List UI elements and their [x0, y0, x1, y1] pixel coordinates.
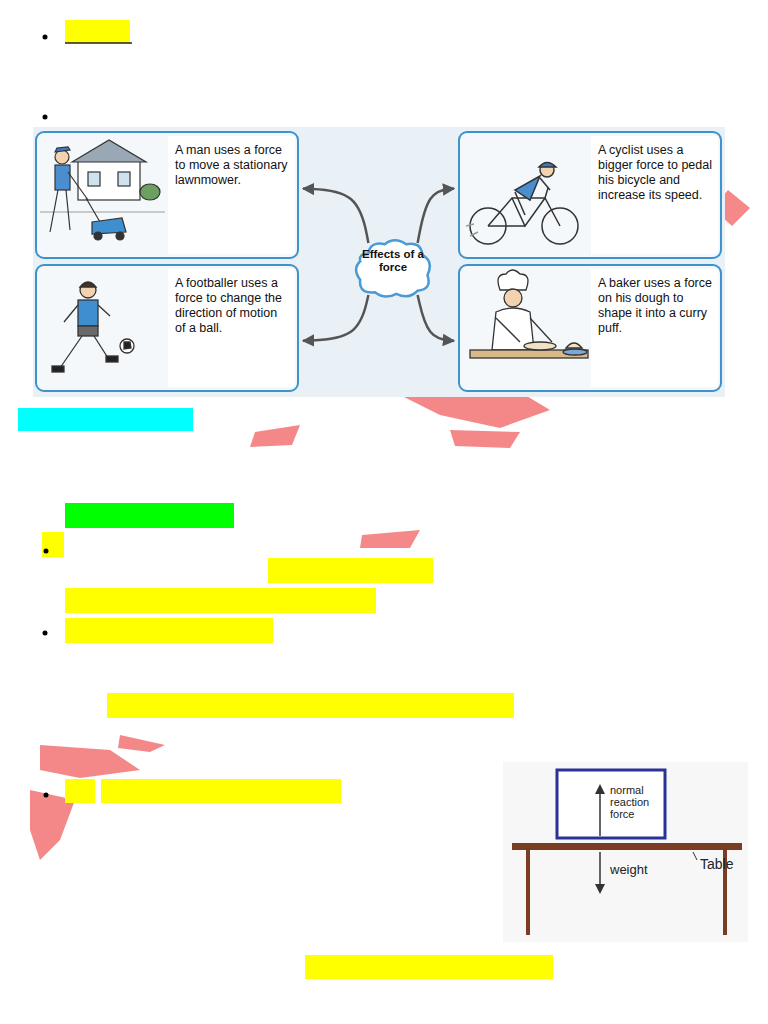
lawnmower-picture: [40, 140, 165, 240]
effect-arrow: [303, 189, 368, 243]
effect-arrow: [418, 189, 454, 243]
panel-text: A footballer uses a force to change the …: [175, 276, 291, 336]
panel-text: A baker uses a force on his dough to sha…: [598, 276, 714, 336]
panel-text: A man uses a force to move a stationary …: [175, 143, 291, 188]
cyclist-picture: [466, 163, 578, 245]
effect-panel: A footballer uses a force to change the …: [35, 264, 299, 392]
effect-panel: A man uses a force to move a stationary …: [35, 131, 299, 259]
table-picture: [503, 762, 748, 942]
panel-text: A cyclist uses a bigger force to pedal h…: [598, 143, 714, 203]
baker-picture: [470, 270, 588, 358]
effect-arrow: [418, 295, 454, 341]
cloud-title: Effects of a force: [352, 238, 434, 284]
panel-grounds: [37, 133, 720, 390]
effect-arrow: [303, 295, 368, 341]
footballer-picture: [52, 282, 134, 372]
figure-label: normal reaction force: [610, 784, 662, 820]
effect-panel: A baker uses a force on his dough to sha…: [458, 264, 722, 392]
illustration-frame: [33, 127, 725, 397]
figure-label: Table: [700, 856, 746, 872]
effect-panel: A cyclist uses a bigger force to pedal h…: [458, 131, 722, 259]
figure-label: weight: [610, 862, 670, 877]
cloud-node: Effects of a force: [352, 238, 434, 300]
watermark: [30, 190, 750, 860]
